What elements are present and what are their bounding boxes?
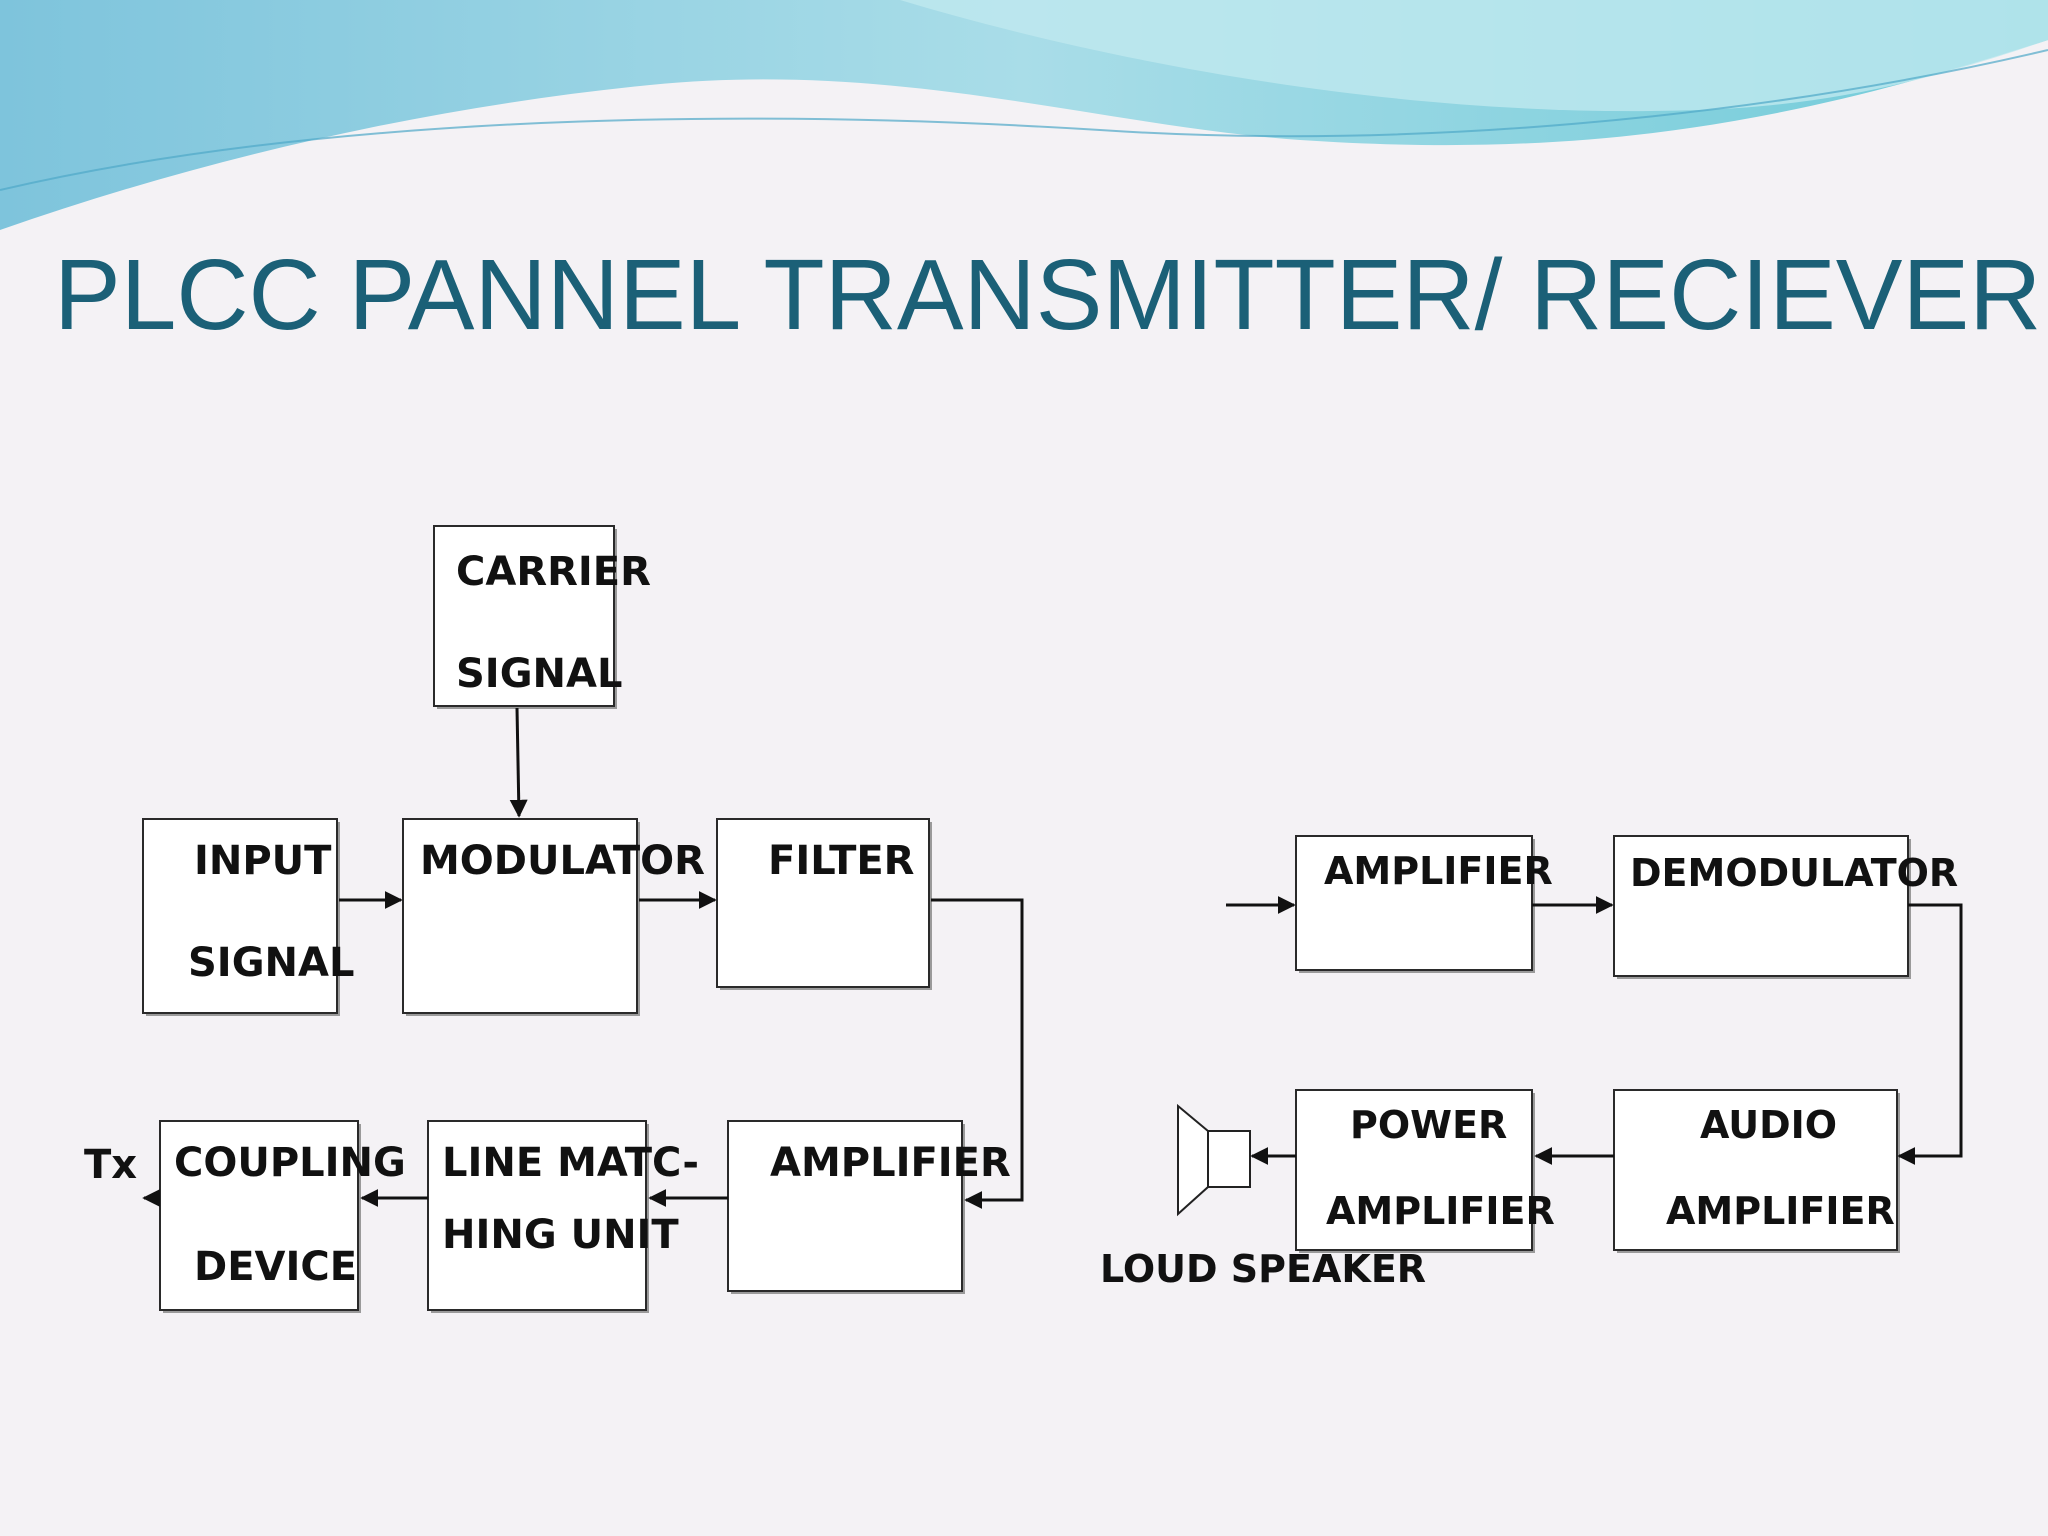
carrier-signal-block: CARRIER SIGNAL — [433, 525, 651, 709]
input-signal-block: INPUT SIGNAL — [142, 818, 354, 1016]
tx-amplifier-label: AMPLIFIER — [770, 1140, 1011, 1186]
modulator-block: MODULATOR — [402, 818, 705, 1016]
modulator-label: MODULATOR — [420, 838, 705, 884]
loud-speaker-icon — [1177, 1103, 1251, 1217]
wave-band — [900, 0, 2048, 112]
audio-amplifier-line1: AUDIO — [1700, 1103, 1837, 1147]
demodulator-to-audio-amplifier-wire — [1897, 903, 1963, 1165]
line-matching-line2: HING UNIT — [442, 1212, 679, 1258]
coupling-device-line1: COUPLING — [174, 1140, 406, 1186]
audio-amplifier-line2: AMPLIFIER — [1666, 1189, 1895, 1233]
tx-amplifier-block: AMPLIFIER — [727, 1120, 1011, 1294]
power-amplifier-line2: AMPLIFIER — [1326, 1189, 1555, 1233]
wave-line — [0, 49, 2048, 191]
filter-label: FILTER — [768, 838, 914, 884]
audio-amplifier-block: AUDIO AMPLIFIER — [1613, 1089, 1900, 1253]
input-signal-line1: INPUT — [194, 838, 332, 884]
carrier-signal-line2: SIGNAL — [456, 651, 622, 697]
demodulator-label: DEMODULATOR — [1630, 851, 1958, 895]
demodulator-block: DEMODULATOR — [1613, 835, 1958, 979]
carrier-to-modulator-arrow — [509, 707, 528, 818]
rx-amplifier-label: AMPLIFIER — [1324, 849, 1553, 893]
power-amplifier-line1: POWER — [1350, 1103, 1507, 1147]
slide-title: PLCC PANNEL TRANSMITTER/ RECIEVER — [54, 239, 2042, 351]
line-matching-line1: LINE MATC- — [442, 1140, 699, 1186]
header-wave — [0, 0, 2048, 230]
coupling-device-line2: DEVICE — [194, 1244, 357, 1290]
coupling-device-block: COUPLING DEVICE — [159, 1120, 406, 1313]
carrier-signal-line1: CARRIER — [456, 549, 651, 595]
loud-speaker-label: LOUD SPEAKER — [1100, 1247, 1426, 1291]
input-signal-line2: SIGNAL — [188, 940, 354, 986]
filter-block: FILTER — [716, 818, 932, 990]
power-amplifier-block: POWER AMPLIFIER — [1295, 1089, 1555, 1253]
filter-to-amplifier-wire — [931, 898, 1024, 1209]
rx-amplifier-block: AMPLIFIER — [1295, 835, 1553, 973]
tx-label: Tx — [84, 1142, 137, 1188]
line-matching-unit-block: LINE MATC- HING UNIT — [427, 1120, 699, 1313]
